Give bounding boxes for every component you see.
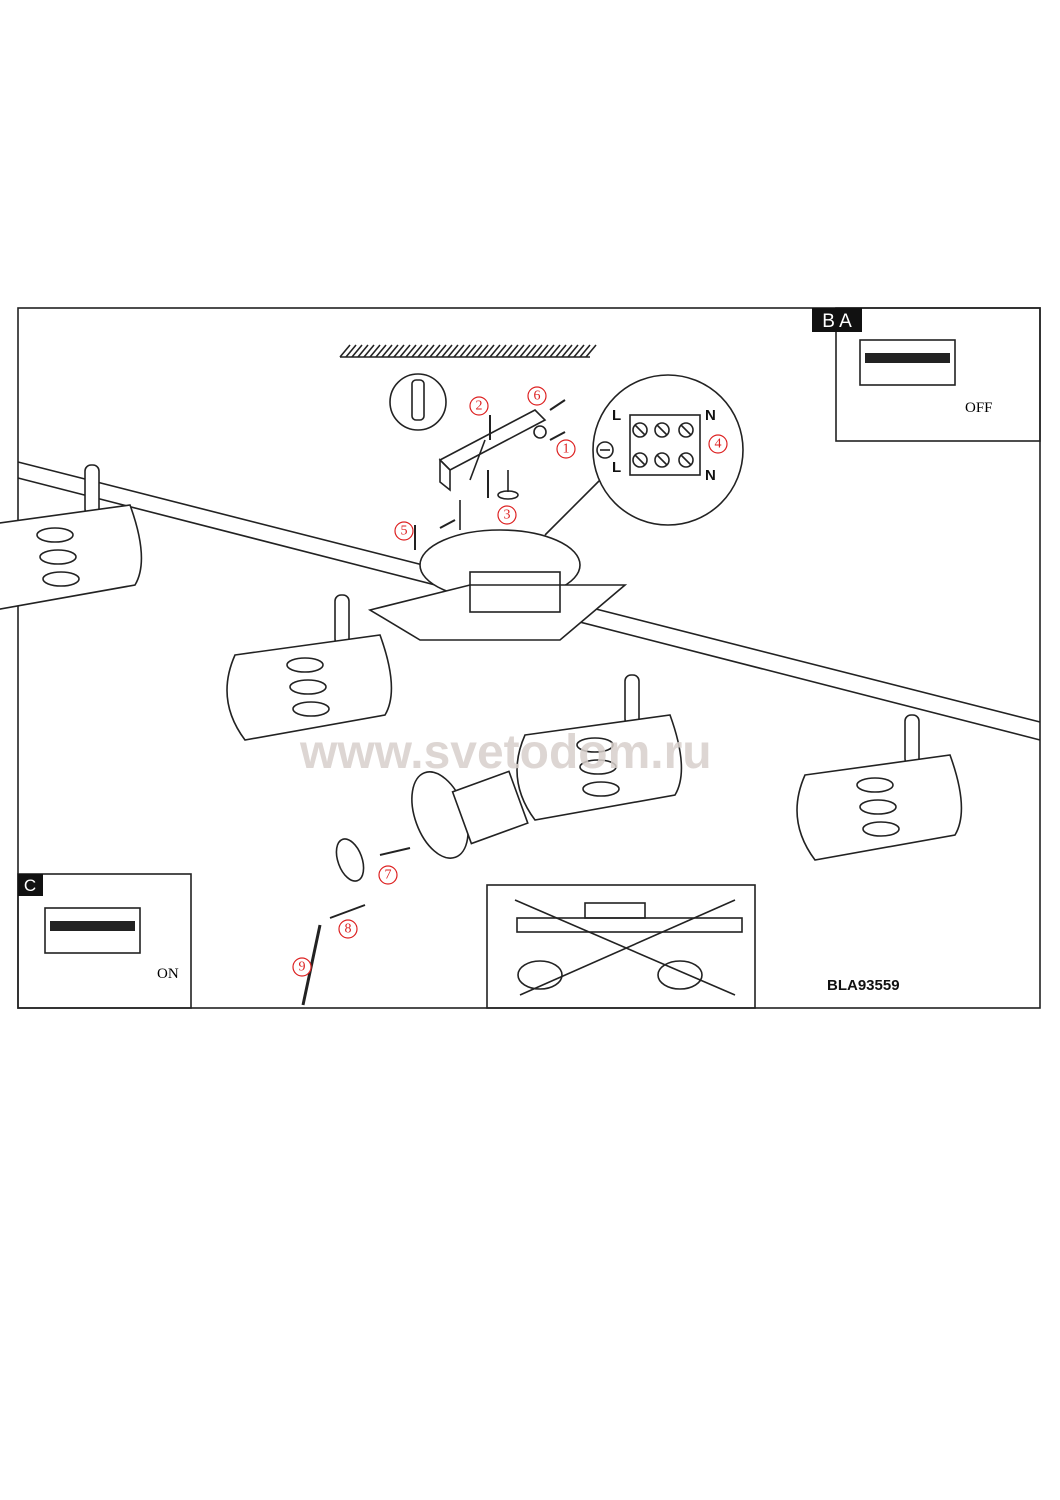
wire-label-l-top: L: [612, 407, 621, 424]
step-marker-8: 8: [338, 919, 358, 939]
screw-icon: [459, 470, 519, 530]
step-marker-4: 4: [708, 434, 728, 454]
svg-text:7: 7: [385, 868, 392, 883]
wire-label-l-bottom: L: [612, 459, 621, 476]
svg-text:2: 2: [476, 399, 483, 414]
spot-lamp: [0, 464, 143, 610]
ground-icon: [596, 441, 614, 459]
wiring-detail: L N L N: [544, 374, 744, 536]
breaker-panel-icon: [44, 907, 141, 954]
panel-badge-ba: B A: [822, 311, 852, 332]
breaker-panel-icon: [859, 339, 956, 386]
retaining-ring: [335, 838, 365, 882]
wire-label-n-top: N: [705, 407, 716, 424]
on-label: ON: [157, 966, 179, 982]
gu10-bulb: [411, 770, 529, 859]
wall-plug-icon: [389, 373, 447, 431]
step-marker-7: 7: [378, 865, 398, 885]
spot-lamp: [796, 714, 963, 861]
model-code: BLA93559: [827, 977, 900, 994]
arrows: [301, 399, 566, 1006]
step-marker-3: 3: [497, 505, 517, 525]
svg-text:6: 6: [534, 389, 541, 404]
spot-lamp: [226, 594, 393, 741]
step-marker-6: 6: [527, 386, 547, 406]
switch-off-panel: B A OFF: [812, 307, 1041, 442]
svg-text:1: 1: [563, 442, 570, 457]
mounting-bracket: [438, 409, 547, 492]
wire-label-n-bottom: N: [705, 467, 716, 484]
switch-on-panel: C ON: [17, 873, 192, 1009]
incorrect-mounting-panel: [486, 884, 756, 1009]
watermark: www.svetodom.ru: [299, 726, 712, 779]
step-marker-9: 9: [292, 957, 312, 977]
spot-lamp: [516, 674, 683, 821]
svg-text:9: 9: [299, 960, 306, 975]
step-marker-1: 1: [556, 439, 576, 459]
panel-badge-c: C: [24, 876, 36, 895]
step-marker-5: 5: [394, 521, 414, 541]
off-label: OFF: [965, 400, 993, 416]
svg-text:3: 3: [504, 508, 511, 523]
svg-text:8: 8: [345, 922, 352, 937]
svg-text:5: 5: [401, 524, 408, 539]
svg-text:4: 4: [715, 437, 722, 452]
ceiling-base-plate: [367, 529, 628, 641]
step-marker-2: 2: [469, 396, 489, 416]
ceiling-hatch: [339, 344, 597, 358]
cross-out-mark: [514, 899, 736, 996]
